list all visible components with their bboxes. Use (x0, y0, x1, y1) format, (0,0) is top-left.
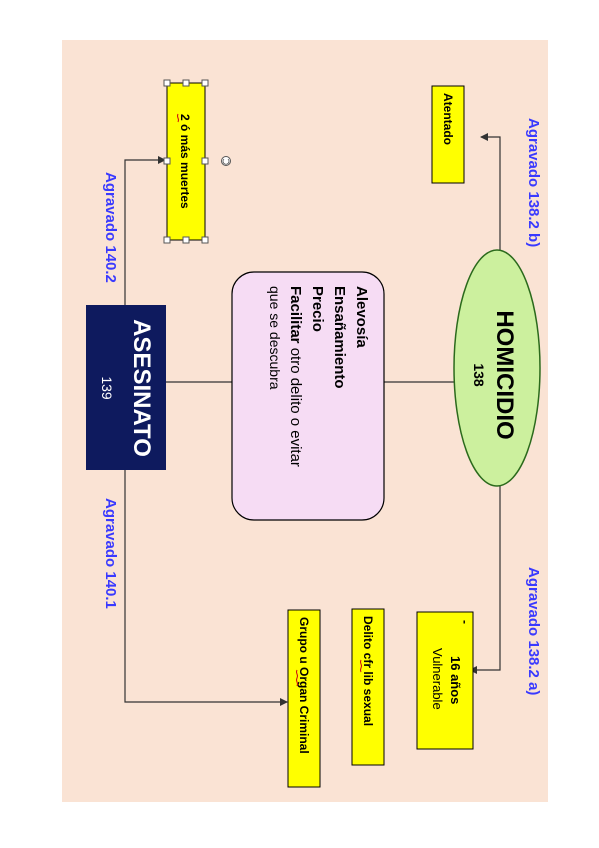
bullet-marker: - (458, 620, 472, 624)
spellcheck-underline-cfr (360, 659, 362, 673)
selection-handle[interactable] (182, 236, 190, 244)
dieciseis-anos-rect (416, 611, 474, 750)
grupo-criminal-rect (287, 609, 321, 788)
atentado-rect (431, 85, 465, 184)
dos-muertes-node[interactable]: 2 ó más muertes (163, 79, 231, 244)
homicidio-title: HOMICIDIO (491, 310, 518, 439)
label-agravado-140-1: Agravado 140.1 (102, 498, 119, 609)
selection-handle[interactable] (163, 236, 171, 244)
delito-sexual-rect (351, 608, 385, 766)
spellcheck-underline-organ (296, 669, 298, 687)
selection-handle[interactable] (201, 79, 209, 87)
homicidio-ellipse (453, 249, 541, 487)
circumstances-rect (231, 271, 385, 521)
dos-muertes-label: 2 ó más muertes (178, 114, 192, 209)
grupo-criminal-label: Grupo u Organ Criminal (297, 617, 311, 754)
label-agravado-140-2: Agravado 140.2 (102, 172, 119, 283)
atentado-node[interactable]: Atentado (431, 85, 465, 184)
connector-homicidio-16anos (469, 480, 501, 674)
label-agravado-138-2a: Agravado 138.2 a) (525, 567, 542, 695)
connector-homicidio-atentado (480, 133, 501, 255)
selection-handles[interactable] (163, 79, 209, 244)
dieciseis-anos-label: 16 años (448, 656, 463, 704)
delito-sexual-label: Delito cfr lib sexual (361, 616, 375, 726)
delito-sexual-node[interactable]: Delito cfr lib sexual (351, 608, 385, 766)
asesinato-rect (86, 305, 166, 470)
selection-handle[interactable] (201, 236, 209, 244)
circumstances-box[interactable]: Alevosía Ensañamiento Precio Facilitar o… (231, 271, 385, 521)
label-agravado-138-2b: Agravado 138.2 b) (525, 118, 542, 247)
rotate-handle-icon[interactable] (221, 156, 231, 166)
grupo-criminal-node[interactable]: Grupo u Organ Criminal (287, 609, 321, 788)
homicidio-number: 138 (471, 363, 487, 387)
atentado-label: Atentado (441, 93, 455, 145)
spellcheck-underline-dos-muertes (177, 113, 179, 123)
selection-handle[interactable] (182, 79, 190, 87)
circumstance-facilitar-line2: que se descubra (267, 286, 283, 390)
selection-handle[interactable] (201, 157, 209, 165)
connector-asesinato-2muertes (124, 156, 166, 305)
asesinato-title: ASESINATO (128, 319, 155, 457)
selection-handle[interactable] (163, 157, 171, 165)
circumstance-alevosia: Alevosía (353, 286, 370, 348)
selection-handle[interactable] (163, 79, 171, 87)
asesinato-node[interactable]: ASESINATO 139 (86, 305, 166, 470)
vulnerable-label: Vulnerable (430, 648, 445, 710)
circumstance-facilitar-bold: Facilitar (287, 286, 304, 344)
circumstance-precio: Precio (309, 286, 326, 332)
circumstance-facilitar-rest: otro delito o evitar (287, 344, 304, 467)
circumstance-facilitar: Facilitar otro delito o evitar (287, 286, 304, 467)
dieciseis-anos-node[interactable]: - 16 años Vulnerable (416, 611, 474, 750)
connector-asesinato-grupo (124, 470, 288, 706)
homicidio-node[interactable]: HOMICIDIO 138 (453, 249, 541, 487)
asesinato-number: 139 (99, 376, 115, 400)
circumstance-ensanamiento: Ensañamiento (331, 286, 348, 389)
